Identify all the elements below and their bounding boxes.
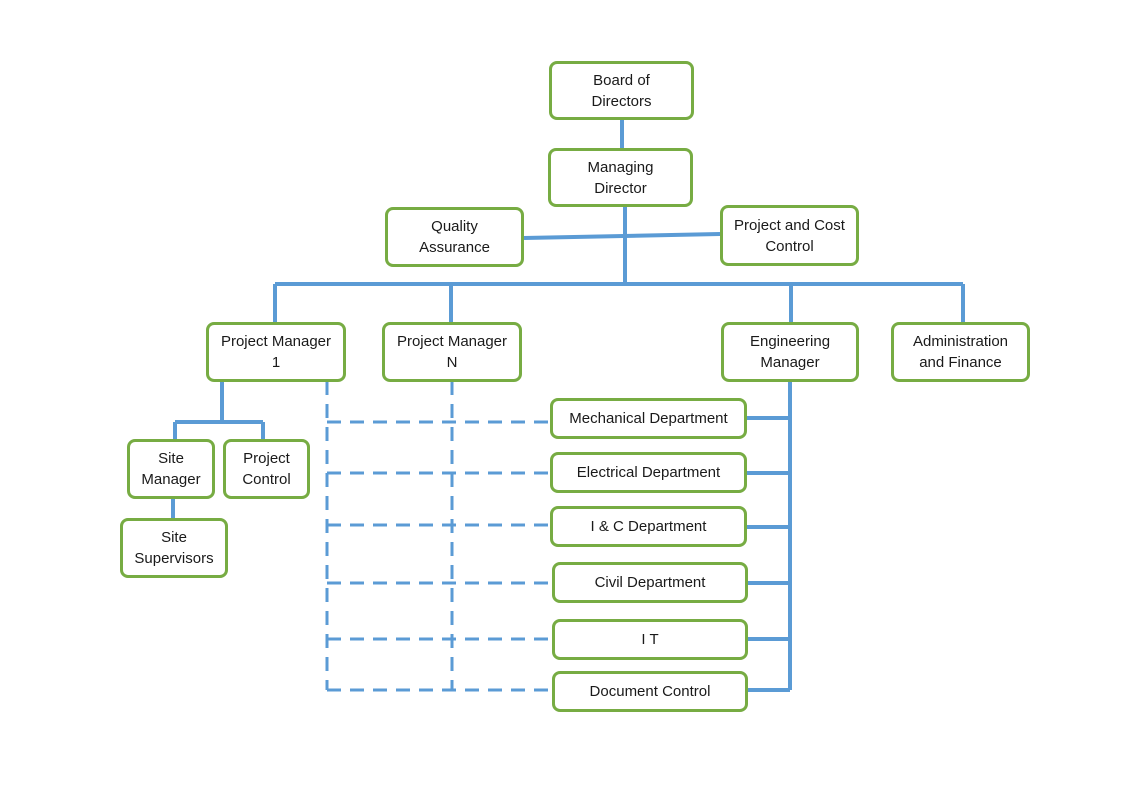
node-electrical-department: Electrical Department bbox=[550, 452, 747, 493]
node-project-cost-control: Project and Cost Control bbox=[720, 205, 859, 266]
node-label: Electrical Department bbox=[576, 464, 721, 481]
node-label: I T bbox=[641, 631, 659, 648]
node-label: Project and Cost Control bbox=[734, 216, 845, 255]
node-label: Administration and Finance bbox=[912, 333, 1009, 371]
node-label: Project Manager N bbox=[396, 333, 508, 371]
node-label: Board of Directors bbox=[591, 71, 652, 110]
node-site-manager: Site Manager bbox=[127, 439, 215, 499]
node-mechanical-department: Mechanical Department bbox=[550, 398, 747, 439]
node-label: Project Control bbox=[242, 450, 291, 488]
node-board-of-directors: Board of Directors bbox=[549, 61, 694, 120]
node-civil-department: Civil Department bbox=[552, 562, 748, 603]
node-label: Engineering Manager bbox=[749, 333, 831, 371]
node-managing-director: Managing Director bbox=[548, 148, 693, 207]
node-label: Civil Department bbox=[594, 574, 706, 591]
node-label: Mechanical Department bbox=[569, 410, 728, 427]
node-it: I T bbox=[552, 619, 748, 660]
node-label: Document Control bbox=[589, 683, 711, 700]
node-label: Managing Director bbox=[587, 158, 654, 197]
node-ic-department: I & C Department bbox=[550, 506, 747, 547]
node-administration-finance: Administration and Finance bbox=[891, 322, 1030, 382]
node-label: Project Manager 1 bbox=[220, 333, 332, 371]
node-quality-assurance: Quality Assurance bbox=[385, 207, 524, 267]
node-label: I & C Department bbox=[590, 518, 707, 535]
node-label: Site Supervisors bbox=[134, 529, 214, 567]
node-site-supervisors: Site Supervisors bbox=[120, 518, 228, 578]
node-label: Site Manager bbox=[141, 450, 201, 488]
node-document-control: Document Control bbox=[552, 671, 748, 712]
node-label: Quality Assurance bbox=[419, 218, 490, 256]
node-project-manager-1: Project Manager 1 bbox=[206, 322, 346, 382]
node-engineering-manager: Engineering Manager bbox=[721, 322, 859, 382]
staff-line bbox=[523, 232, 721, 240]
node-project-control: Project Control bbox=[223, 439, 310, 499]
node-project-manager-n: Project Manager N bbox=[382, 322, 522, 382]
